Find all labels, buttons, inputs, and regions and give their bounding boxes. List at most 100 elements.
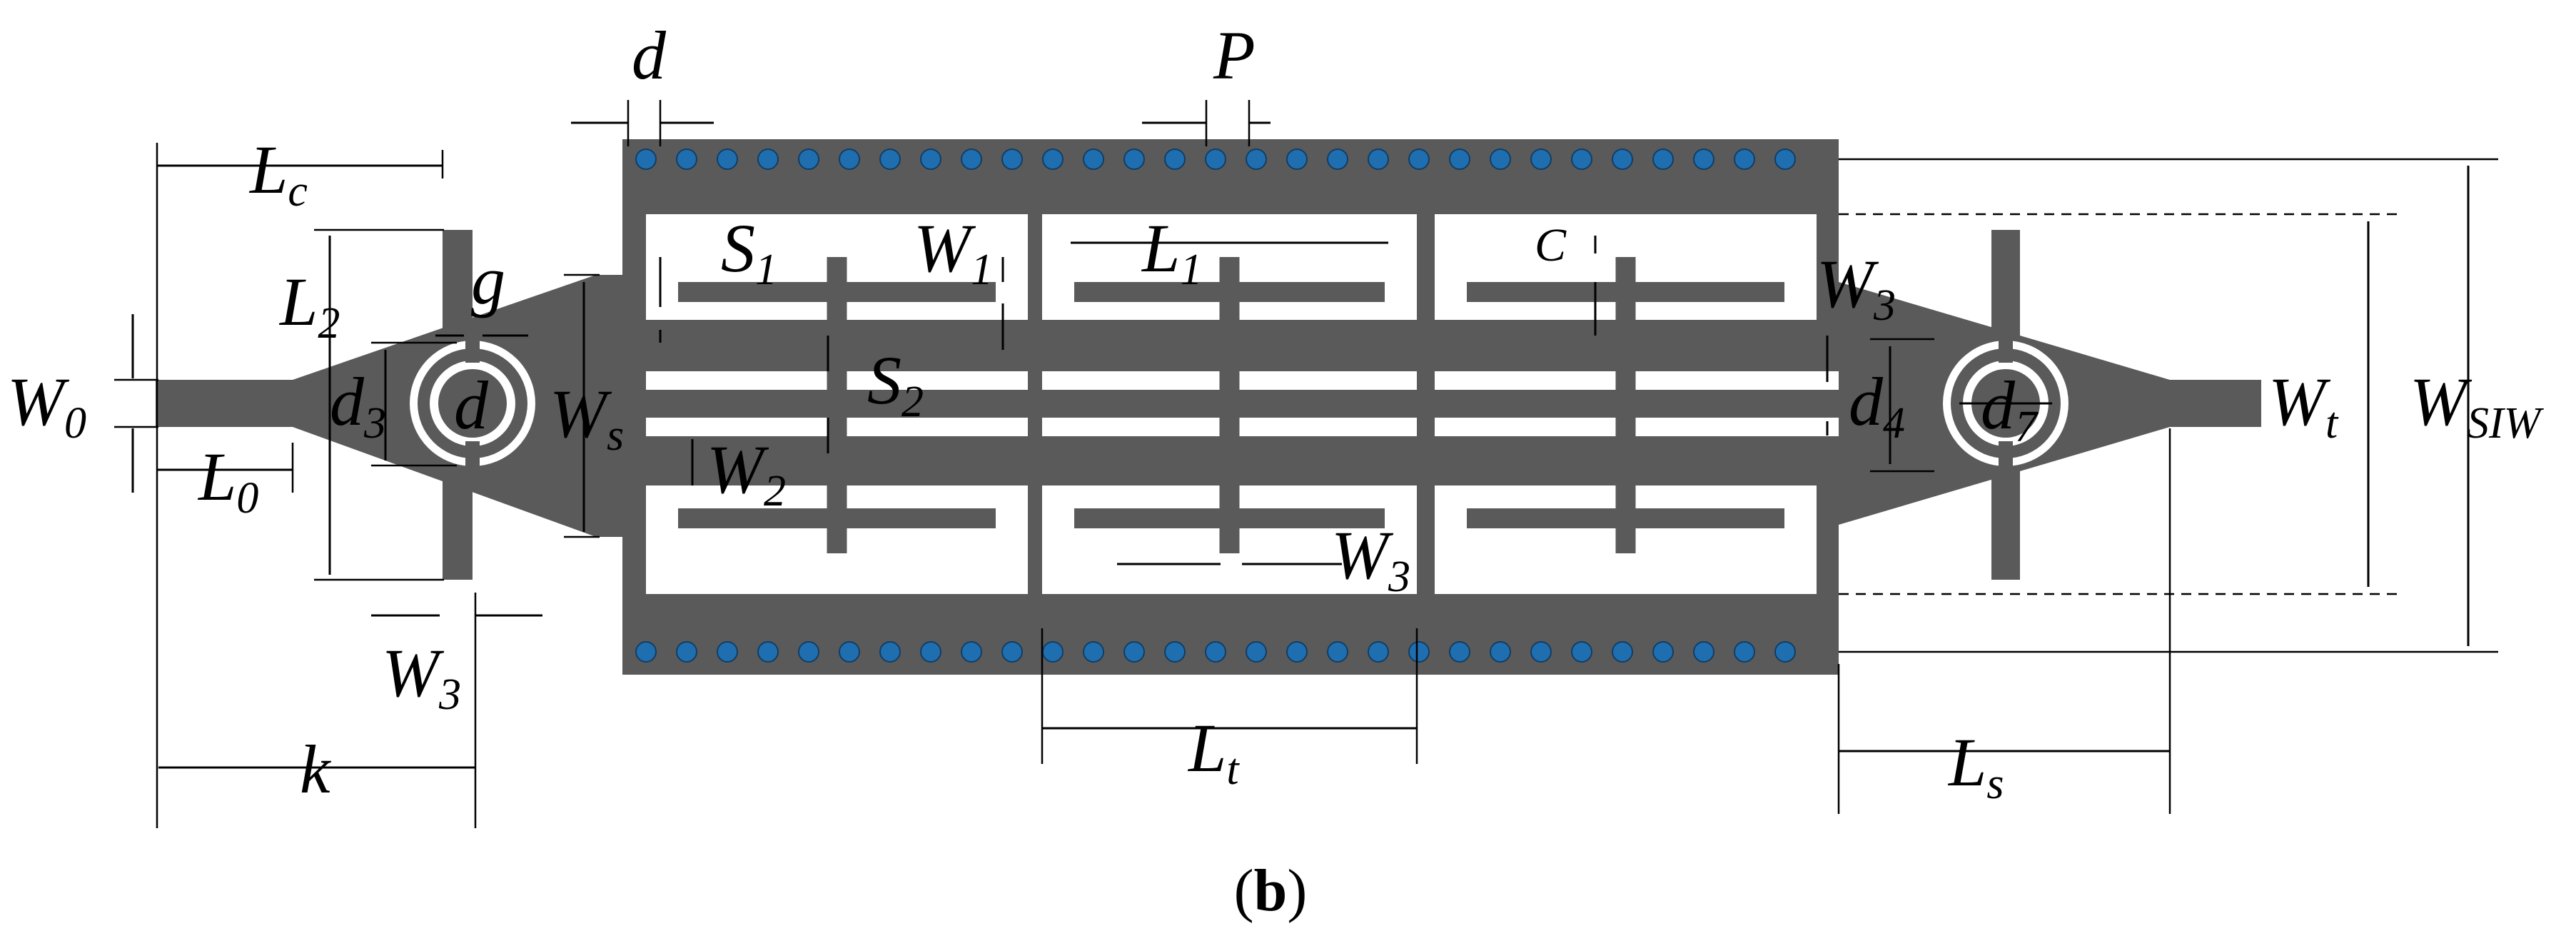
- via-top: [879, 149, 901, 170]
- via-bottom: [1001, 641, 1023, 663]
- label-W3-mid: W3: [1331, 517, 1410, 601]
- via-bottom: [635, 641, 657, 663]
- via-bottom: [798, 641, 819, 663]
- label-Ls: Ls: [1947, 724, 2004, 808]
- label-d4: d4: [1849, 363, 1905, 448]
- via-bottom: [1693, 641, 1714, 663]
- via-top: [1083, 149, 1104, 170]
- via-top: [1123, 149, 1145, 170]
- label-d3: d3: [330, 363, 386, 448]
- figure-caption: (b): [1234, 857, 1308, 924]
- via-bottom: [1449, 641, 1470, 663]
- via-top: [1449, 149, 1470, 170]
- label-g: g: [471, 242, 505, 318]
- slot-layer: [646, 214, 1839, 594]
- label-d7: d7: [1981, 367, 2039, 451]
- via-bottom: [1164, 641, 1186, 663]
- via-bottom: [676, 641, 697, 663]
- via-bottom: [961, 641, 982, 663]
- via-bottom: [1123, 641, 1145, 663]
- via-top: [1246, 149, 1267, 170]
- via-top: [798, 149, 819, 170]
- label-Ws: Ws: [550, 376, 624, 460]
- label-L1: L1: [1141, 210, 1202, 294]
- label-S1: S1: [721, 210, 777, 294]
- via-bottom: [879, 641, 901, 663]
- right-feed-line: [2168, 380, 2261, 427]
- label-C: C: [1535, 219, 1567, 271]
- via-bottom: [757, 641, 779, 663]
- label-W0: W0: [7, 363, 86, 448]
- via-top: [757, 149, 779, 170]
- via-top: [717, 149, 738, 170]
- via-top: [1774, 149, 1796, 170]
- via-top: [839, 149, 860, 170]
- via-bottom: [1042, 641, 1064, 663]
- center-stem: [1219, 320, 1240, 485]
- via-top: [635, 149, 657, 170]
- dimension-labels: d P Lc L2 g d3 d W0 L0 Ws W2 W3 k S1 W1 …: [7, 17, 2545, 808]
- via-bottom: [839, 641, 860, 663]
- via-top: [1734, 149, 1755, 170]
- via-top: [1368, 149, 1389, 170]
- via-bottom: [1205, 641, 1226, 663]
- label-P: P: [1213, 17, 1256, 94]
- via-bottom: [1368, 641, 1389, 663]
- via-top: [1001, 149, 1023, 170]
- via-bottom: [1246, 641, 1267, 663]
- label-L2: L2: [278, 263, 340, 348]
- via-top: [1490, 149, 1511, 170]
- via-bottom: [1571, 641, 1592, 663]
- label-W3-left: W3: [382, 635, 461, 719]
- via-bottom: [1408, 641, 1430, 663]
- via-bottom: [1286, 641, 1308, 663]
- via-top: [1530, 149, 1552, 170]
- via-bottom: [1083, 641, 1104, 663]
- label-Wt: Wt: [2268, 363, 2339, 448]
- label-W1: W1: [914, 210, 993, 294]
- via-bottom: [717, 641, 738, 663]
- center-stem: [827, 320, 847, 485]
- lower-stub-stem: [1615, 485, 1636, 553]
- via-bottom: [1490, 641, 1511, 663]
- via-bottom: [1327, 641, 1348, 663]
- via-bottom: [1774, 641, 1796, 663]
- upper-stub-stem: [1615, 257, 1636, 321]
- label-W3-top: W3: [1817, 246, 1896, 330]
- via-rows: [635, 149, 1796, 663]
- via-top: [1408, 149, 1430, 170]
- via-top: [1164, 149, 1186, 170]
- label-W2: W2: [707, 431, 786, 515]
- label-L0: L0: [197, 438, 258, 523]
- via-top: [1612, 149, 1633, 170]
- label-Lc: Lc: [248, 131, 308, 216]
- via-top: [1205, 149, 1226, 170]
- upper-stub-stem: [1219, 257, 1240, 321]
- via-top: [961, 149, 982, 170]
- via-top: [676, 149, 697, 170]
- label-WSIW: WSIW: [2410, 363, 2545, 448]
- via-top: [1652, 149, 1674, 170]
- via-bottom: [1652, 641, 1674, 663]
- center-stem: [1615, 320, 1636, 485]
- via-bottom: [920, 641, 941, 663]
- via-top: [1286, 149, 1308, 170]
- dimension-lines: [114, 100, 2498, 828]
- lower-stub-stem: [1219, 485, 1240, 553]
- label-S2: S2: [867, 342, 924, 426]
- lower-stub-stem: [827, 485, 847, 553]
- via-bottom: [1530, 641, 1552, 663]
- via-top: [1693, 149, 1714, 170]
- via-top: [1042, 149, 1064, 170]
- via-top: [1327, 149, 1348, 170]
- via-top: [920, 149, 941, 170]
- label-d-inner: d: [454, 367, 489, 443]
- label-d: d: [632, 17, 667, 94]
- via-bottom: [1734, 641, 1755, 663]
- via-bottom: [1612, 641, 1633, 663]
- left-ring-resonator: [410, 336, 535, 468]
- via-top: [1571, 149, 1592, 170]
- label-Lt: Lt: [1187, 710, 1240, 794]
